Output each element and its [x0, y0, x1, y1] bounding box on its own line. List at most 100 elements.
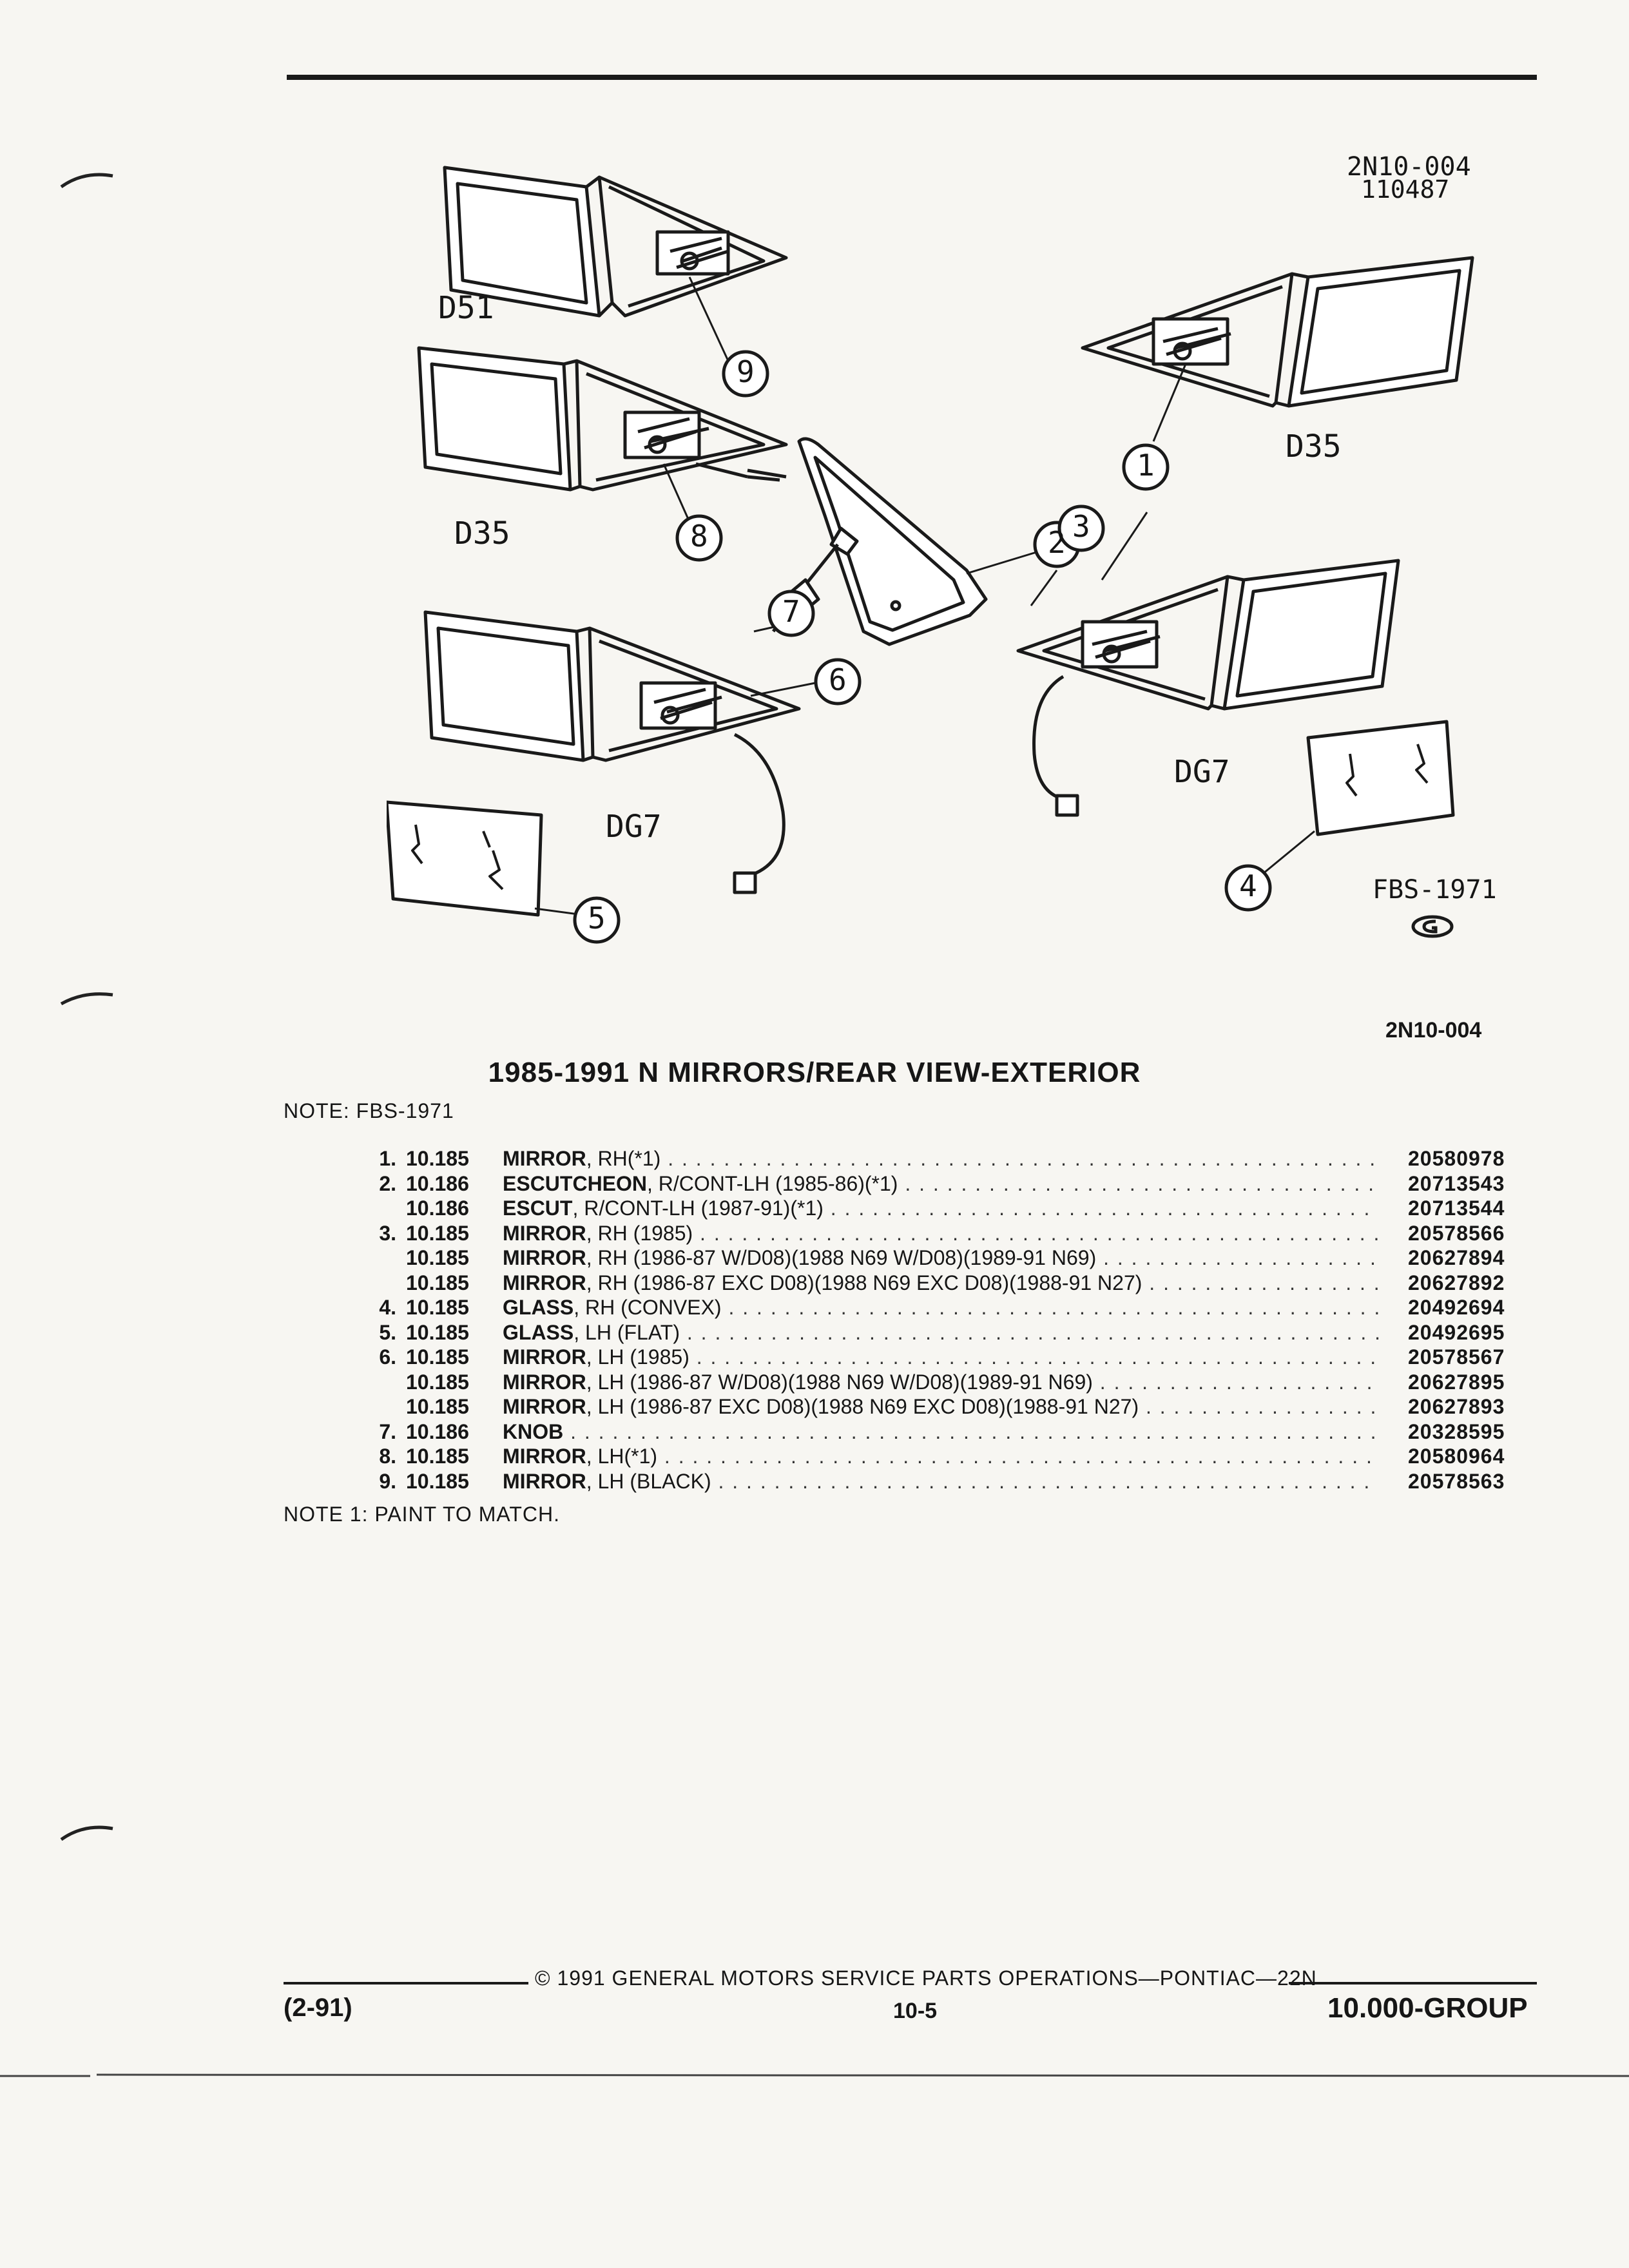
part-description: ESCUT, R/CONT-LH (1987-91)(*1) . . . . .… — [503, 1196, 1379, 1220]
part-description: MIRROR, RH (1985) . . . . . . . . . . . … — [503, 1222, 1379, 1245]
item-number: 2. — [379, 1171, 396, 1195]
mirror-dg7-right — [1016, 559, 1400, 817]
table-row: 6. 10.185 20578567 MIRROR, LH (1985) . . . … — [0, 1345, 1629, 1370]
group-number: 10.185 — [406, 1345, 469, 1369]
group-number: 10.185 — [406, 1147, 469, 1170]
footer-group: 10.000-GROUP — [1327, 1992, 1528, 2024]
item-number: 4. — [379, 1296, 396, 1319]
part-name: KNOB — [503, 1419, 564, 1443]
leader-dots: . . . . . . . . . . . . . . . . . . . . … — [664, 1445, 1379, 1468]
leader-dots: . . . . . . . . . . . . . . . . . . . . … — [1149, 1271, 1379, 1294]
table-row: 4. 10.185 20492694 GLASS, RH (CONVEX) . . .… — [0, 1296, 1629, 1320]
part-detail: , RH (1986-87 W/D08)(1988 N69 W/D08)(198… — [586, 1246, 1097, 1269]
item-number: 7. — [379, 1419, 396, 1443]
part-name: GLASS — [503, 1320, 574, 1344]
part-description: GLASS, LH (FLAT) . . . . . . . . . . . .… — [503, 1321, 1379, 1345]
item-number: 6. — [379, 1345, 396, 1369]
top-rule — [287, 75, 1537, 80]
part-name: MIRROR — [503, 1271, 586, 1294]
part-description: MIRROR, LH (BLACK) . . . . . . . . . . .… — [503, 1470, 1379, 1494]
part-number: 20578566 — [1408, 1221, 1505, 1245]
part-number: 20580964 — [1408, 1445, 1505, 1468]
part-detail: , RH (CONVEX) — [574, 1296, 722, 1319]
item-number: 1. — [379, 1147, 396, 1170]
part-number: 20492695 — [1408, 1320, 1505, 1344]
callout-8: 8 — [690, 519, 708, 553]
callout-9: 9 — [737, 354, 755, 389]
part-name: MIRROR — [503, 1345, 586, 1369]
part-description: MIRROR, LH(*1) . . . . . . . . . . . . .… — [503, 1445, 1379, 1468]
table-row: 10.185 20627895 MIRROR, LH (1986-87 W/D08)… — [0, 1370, 1629, 1395]
part-name: MIRROR — [503, 1147, 586, 1170]
diagram-code: 2N10-004 — [1347, 152, 1471, 182]
callout-4: 4 — [1239, 869, 1257, 903]
part-number: 20492694 — [1408, 1296, 1505, 1319]
part-name: ESCUTCHEON — [503, 1171, 648, 1195]
glass-convex-rh — [1306, 720, 1455, 836]
part-name: GLASS — [503, 1296, 574, 1319]
note-paint: NOTE 1: PAINT TO MATCH. — [284, 1503, 560, 1526]
gm-logo-mark — [1411, 915, 1454, 938]
callout-1: 1 — [1137, 448, 1155, 483]
table-row: 8. 10.185 20580964 MIRROR, LH(*1) . . . . .… — [0, 1445, 1629, 1469]
item-number: 5. — [379, 1320, 396, 1344]
part-detail: , R/CONT-LH (1985-86)(*1) — [647, 1171, 898, 1195]
part-description: MIRROR, LH (1986-87 EXC D08)(1988 N69 EX… — [503, 1395, 1379, 1419]
part-detail: , R/CONT-LH (1987-91)(*1) — [572, 1196, 824, 1220]
part-number: 20627892 — [1408, 1271, 1505, 1294]
margin-mark-2 — [60, 992, 113, 1006]
part-number: 20627895 — [1408, 1370, 1505, 1394]
part-description: KNOB . . . . . . . . . . . . . . . . . .… — [503, 1420, 1379, 1444]
group-number: 10.185 — [406, 1370, 469, 1394]
label-d35-left: D35 — [454, 515, 510, 552]
footer-page-number: 10-5 — [893, 1999, 938, 2023]
callout-3: 3 — [1072, 509, 1090, 544]
group-number: 10.185 — [406, 1320, 469, 1344]
callout-7: 7 — [782, 594, 800, 629]
item-number: 8. — [379, 1445, 396, 1468]
leader-dots: . . . . . . . . . . . . . . . . . . . . … — [718, 1469, 1379, 1493]
footer-rule-left — [284, 1982, 528, 1984]
part-detail: , RH (1986-87 EXC D08)(1988 N69 EXC D08)… — [586, 1271, 1142, 1294]
group-number: 10.185 — [406, 1445, 469, 1468]
escutcheon — [747, 437, 988, 646]
part-detail: , LH (1986-87 EXC D08)(1988 N69 EXC D08)… — [586, 1395, 1139, 1418]
table-row: 5. 10.185 20492695 GLASS, LH (FLAT) . . . .… — [0, 1321, 1629, 1345]
diagram-ref-code: 2N10-004 — [1385, 1018, 1482, 1043]
part-description: ESCUTCHEON, R/CONT-LH (1985-86)(*1) . . … — [503, 1172, 1379, 1196]
part-number: 20580978 — [1408, 1147, 1505, 1170]
group-number: 10.185 — [406, 1296, 469, 1319]
part-detail: , LH (FLAT) — [574, 1320, 680, 1344]
leader-dots: . . . . . . . . . . . . . . . . . . . . … — [728, 1296, 1379, 1319]
group-number: 10.186 — [406, 1171, 469, 1195]
part-name: MIRROR — [503, 1221, 586, 1245]
part-number: 20578567 — [1408, 1345, 1505, 1369]
part-description: GLASS, RH (CONVEX) . . . . . . . . . . .… — [503, 1296, 1379, 1320]
mirror-parts-diagram — [387, 166, 1474, 944]
part-name: MIRROR — [503, 1370, 586, 1394]
group-number: 10.185 — [406, 1246, 469, 1269]
part-name: MIRROR — [503, 1246, 586, 1269]
footer-date: (2-91) — [284, 1994, 352, 2022]
part-number: 20627893 — [1408, 1395, 1505, 1418]
group-number: 10.185 — [406, 1469, 469, 1493]
part-detail: , LH (1985) — [586, 1345, 689, 1369]
part-name: MIRROR — [503, 1469, 586, 1493]
leader-dots: . . . . . . . . . . . . . . . . . . . . … — [696, 1345, 1379, 1369]
part-detail: , LH (1986-87 W/D08)(1988 N69 W/D08)(198… — [586, 1370, 1093, 1394]
margin-mark-1 — [60, 173, 113, 189]
leader-dots: . . . . . . . . . . . . . . . . . . . . … — [830, 1196, 1379, 1220]
diagram-date-code: 110487 — [1361, 175, 1450, 204]
part-detail: , RH(*1) — [586, 1147, 661, 1170]
margin-mark-4 — [0, 2073, 1629, 2077]
mirror-dg7-left — [423, 610, 801, 894]
group-number: 10.186 — [406, 1196, 469, 1220]
part-name: MIRROR — [503, 1445, 586, 1468]
part-detail: , LH(*1) — [586, 1445, 658, 1468]
